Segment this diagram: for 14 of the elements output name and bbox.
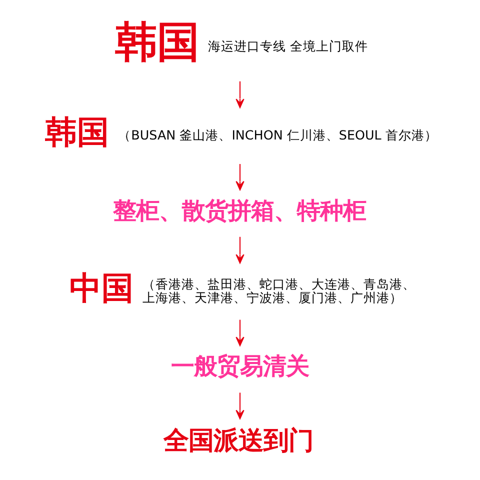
node-text: 整柜、散货拼箱、特种柜 — [112, 196, 366, 224]
node-text: 韩国 — [114, 17, 199, 66]
node-label: （BUSAN 釜山港、INCHON 仁川港、SEOUL 首尔港） — [118, 126, 438, 142]
arrow — [236, 164, 244, 190]
arrow — [236, 236, 244, 264]
node-text: 一般贸易清关 — [171, 352, 310, 380]
node-text: 中国 — [69, 270, 134, 306]
node-label: 海运进口专线 全境上门取件 — [208, 38, 368, 53]
node-text: 全国派送到门 — [164, 424, 314, 454]
node-text: 韩国 — [45, 114, 110, 151]
arrow — [236, 319, 244, 346]
node-label: （香港港、盐田港、蛇口港、大连港、青岛港、上海港、天津港、宁波港、厦门港、广州港） — [142, 276, 416, 305]
arrow — [236, 392, 244, 419]
arrow — [236, 80, 244, 108]
